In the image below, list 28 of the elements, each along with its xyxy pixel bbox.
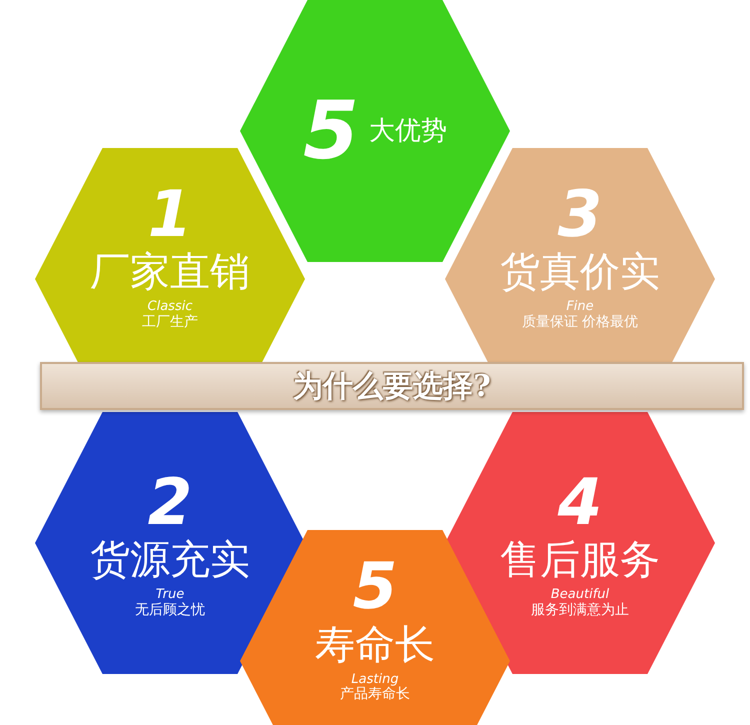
- heading: 货源充实: [90, 538, 250, 582]
- heading: 寿命长: [315, 622, 435, 667]
- heading: 厂家直销: [90, 250, 250, 294]
- hexagon: [445, 412, 715, 674]
- heading: 售后服务: [500, 538, 660, 582]
- step-number: 5: [303, 87, 359, 175]
- step-number: 2: [148, 468, 192, 538]
- step-number: 4: [558, 468, 602, 538]
- subtitle: Beautiful: [550, 588, 610, 602]
- description: 质量保证 价格最优: [522, 314, 638, 330]
- banner-heading: 为什么要选择?: [293, 368, 491, 406]
- node-box: [40, 362, 744, 410]
- hexagon: [35, 148, 305, 362]
- hexagon: [445, 148, 715, 362]
- subtitle: True: [156, 588, 184, 602]
- heading: 货真价实: [500, 250, 660, 294]
- heading: 大优势: [368, 116, 447, 146]
- description: 服务到满意为止: [531, 602, 629, 618]
- subtitle: Fine: [566, 300, 594, 314]
- step-number: 5: [352, 552, 398, 623]
- subtitle: Classic: [148, 300, 192, 314]
- description: 工厂生产: [142, 314, 198, 330]
- hexagon: [35, 412, 305, 674]
- step-number: 3: [558, 180, 602, 250]
- subtitle: Lasting: [351, 672, 399, 687]
- description: 无后顾之忧: [135, 602, 205, 618]
- description: 产品寿命长: [340, 687, 410, 703]
- step-number: 1: [148, 180, 192, 250]
